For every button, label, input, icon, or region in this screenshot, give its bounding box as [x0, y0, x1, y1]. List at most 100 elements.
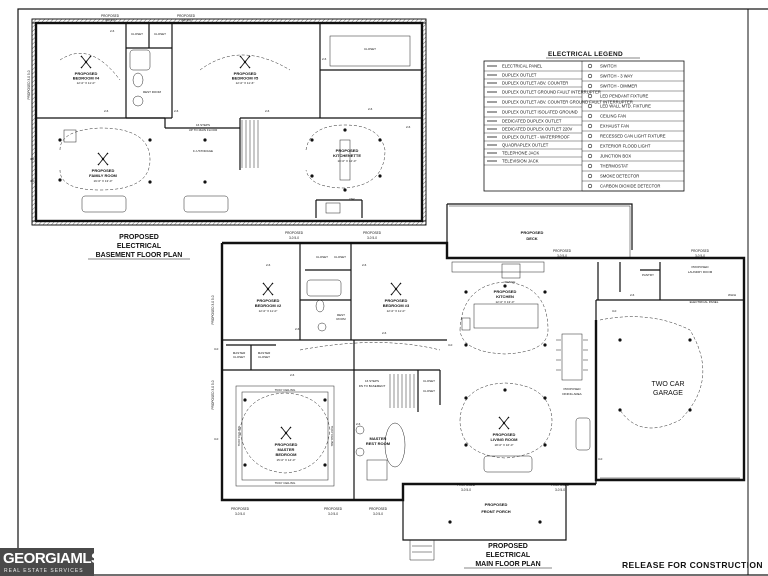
kitchenette-wire [305, 124, 386, 189]
legend-item-right: EXTERIOR FLOOD LIGHT [600, 144, 651, 149]
main-dim-bot3-a: PROPOSED [369, 507, 388, 511]
main-dim-laundry-a: PROPOSED [691, 249, 710, 253]
kitchen-fridge [461, 317, 471, 331]
kitchenette-name: KITCHENETTE [333, 153, 361, 158]
kitchenette-island [339, 139, 351, 181]
bed4-ceiling-fan-icon [80, 55, 92, 69]
garage-walls [595, 299, 744, 484]
legend-item-left: QUADRAPLEX OUTLET [502, 143, 549, 148]
main-dim-laundry-b: 3-0 5-0 [695, 254, 705, 258]
basement-stairs [241, 120, 259, 168]
legend-item-left: TELEPHONE JACK [502, 151, 539, 156]
master-tray-outer [235, 385, 335, 487]
legend-item-left: DUPLEX OUTLET ABV. COUNTER [502, 81, 568, 86]
main-mark-5: 2-6 [290, 373, 295, 377]
tray-right: TRAY CEILING [330, 426, 334, 447]
legend-symbol-icon [587, 163, 593, 169]
master-ceiling-fan-icon [280, 426, 292, 440]
basement-toilet [132, 72, 144, 88]
main-dim-bot2-a: PROPOSED [324, 507, 343, 511]
bsmt-mark-6: 2-6 [368, 107, 373, 111]
dining-title: PROPOSED [563, 387, 581, 391]
porch-name: FRONT PORCH [481, 509, 510, 514]
legend-symbol-icon [587, 113, 593, 119]
family-size: 19'-6" X 13'-0" [94, 179, 113, 183]
bed5-title: PROPOSED [234, 71, 257, 76]
bsmt-plan-title-3: BASEMENT FLOOR PLAN [96, 252, 183, 259]
family-sofa-2 [183, 195, 229, 213]
main-plan-title-1: PROPOSED [488, 543, 528, 550]
master-shower [366, 459, 388, 481]
main-mark-6: 2-6 [356, 422, 361, 426]
main-stairs [389, 374, 415, 408]
bsmt-closet-1: CLOSET [131, 32, 143, 36]
legend-symbol-icon [587, 123, 593, 129]
main-closet-a: CLOSET [316, 255, 328, 259]
legend-item-left: ELECTRICAL PANEL [502, 64, 543, 69]
bed3-size: 12'-0" X 11'-0" [387, 309, 406, 313]
main-rest-2: ROOM [336, 317, 346, 321]
main-dim-bot4-a: PROPOSED [457, 483, 476, 487]
master-name-2: BEDROOM [276, 452, 298, 457]
main-dim-bot1-a: PROPOSED [231, 507, 250, 511]
sheet-border [17, 8, 768, 576]
bed2-size: 12'-0" X 11'-0" [259, 309, 278, 313]
logo-brand: GEORGIAMLS [3, 550, 101, 567]
main-closet-c: CLOSET [423, 379, 435, 383]
electrical-legend: ELECTRICAL LEGEND ELECTRICAL PANEL DUPLEX… [483, 51, 685, 192]
basement-outer-wall [34, 21, 424, 223]
bsmt-dim-top-2b: 3-0 5-0 [181, 18, 191, 22]
basement-hatch-top [31, 18, 427, 24]
master-walls [222, 340, 355, 500]
living-ceiling-fan-icon [498, 416, 510, 430]
basement-hatch-right [421, 22, 427, 222]
family-chair [63, 129, 77, 143]
bsmt-plan-title-1: PROPOSED [119, 234, 159, 241]
legend-item-right: CEILING FAN [600, 114, 626, 119]
dining-name: DINING AREA [562, 392, 581, 396]
master-bath-name: REST ROOM [366, 441, 391, 446]
bsmt-dim-left: PROPOSED 3-0 5-0 [27, 70, 31, 99]
master-bath-title: MASTER [370, 436, 387, 441]
bed3-title: PROPOSED [385, 298, 408, 303]
bsmt-storage: F.J./STORAGE [193, 149, 213, 153]
main-tub [306, 279, 342, 297]
living-title: PROPOSED [493, 432, 516, 437]
deck-name: DECK [526, 236, 537, 241]
bsmt-closet-2: CLOSET [154, 32, 166, 36]
main-dim-top2-a: PROPOSED [363, 231, 382, 235]
master-sink-1 [355, 425, 365, 435]
kitchen-range [501, 263, 521, 279]
legend-item-left: DEDICATED DUPLEX OUTLET [502, 119, 562, 124]
bed5-ceiling-fan-icon [239, 55, 251, 69]
main-dim-bot1-b: 3-0 5-0 [235, 512, 245, 516]
legend-symbol-icon [587, 143, 593, 149]
garage-title: TWO CAR [651, 381, 684, 388]
main-toilet [315, 299, 325, 313]
pantry-label: PANTRY [642, 273, 654, 277]
legend-item-left: TELEVISION JACK [502, 159, 539, 164]
legend-item-right: LED PENDANT FIXTURE [600, 94, 649, 99]
main-floor-plan: PROPOSED 3-0 5-0 PROPOSED 3-0 5-0 PROPOS… [211, 203, 746, 569]
bed5-name: BEDROOM #5 [232, 76, 259, 81]
main-mark-2: 2-6 [362, 263, 367, 267]
bed3-name: BEDROOM #3 [383, 303, 410, 308]
legend-item-left: DUPLEX OUTLET GROUND FAULT INTERRUPTER [502, 90, 601, 95]
main-dim-left2: PROPOSED 3-0 5-0 [211, 380, 215, 409]
kitchen-counter [451, 261, 545, 273]
bsmt-dim-top-1a: PROPOSED [101, 14, 120, 18]
master-closet1-b: CLOSET [233, 355, 245, 359]
family-name: FAMILY ROOM [89, 173, 117, 178]
main-can-lights [243, 284, 692, 524]
family-title: PROPOSED [92, 168, 115, 173]
legend-item-right: JUNCTION BOX [600, 154, 631, 159]
main-sink [317, 322, 327, 332]
bed4-name: BEDROOM #4 [73, 76, 100, 81]
main-stairs-1: 16 STEPS [365, 379, 379, 383]
dw-unit [325, 202, 341, 214]
porch-title: PROPOSED [485, 502, 508, 507]
kitchen-title: PROPOSED [494, 289, 517, 294]
bsmt-stairs-1: 16 STEPS [196, 123, 210, 127]
legend-title: ELECTRICAL LEGEND [548, 51, 623, 58]
basement-plan: PROPOSED 3-0 5-0 PROPOSED 3-0 5-0 PROPOS… [27, 14, 427, 260]
